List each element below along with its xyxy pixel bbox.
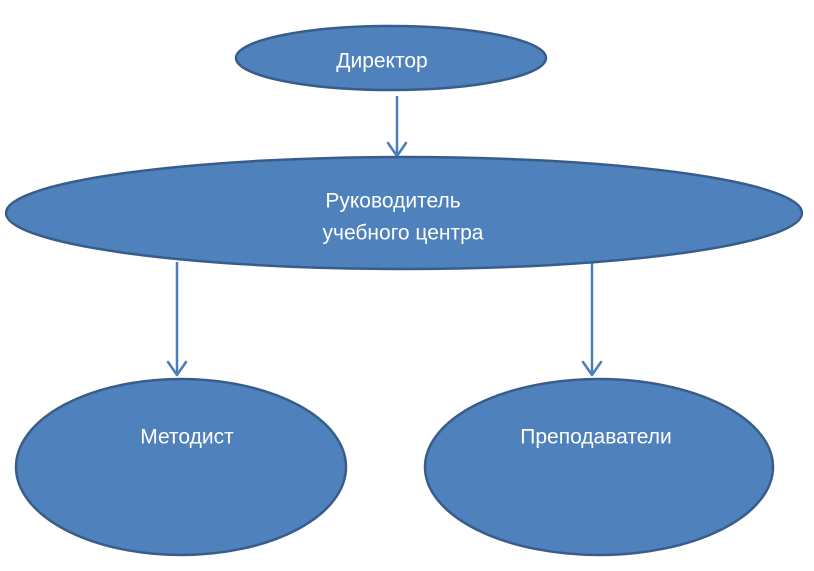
node-methodist: Методист	[14, 377, 348, 557]
node-head: Руководитель учебного центра	[4, 155, 804, 271]
connector-director-to-head	[386, 96, 408, 158]
node-director-label: Директор	[336, 50, 427, 73]
node-head-shape	[4, 155, 804, 271]
arrowhead-head-to-methodist	[166, 360, 188, 377]
arrowhead-head-to-teachers	[581, 360, 603, 377]
node-director: Директор	[234, 24, 548, 92]
node-teachers: Преподаватели	[423, 377, 775, 557]
connector-head-to-methodist	[166, 262, 188, 377]
node-methodist-shape	[14, 377, 348, 557]
node-director-shape	[234, 24, 548, 92]
node-methodist-label: Методист	[140, 426, 234, 449]
node-teachers-label: Преподаватели	[520, 426, 671, 449]
node-teachers-shape	[423, 377, 775, 557]
connector-head-to-teachers	[581, 262, 603, 377]
node-head-label-line2: учебного центра	[323, 222, 484, 245]
node-head-label-line1: Руководитель	[325, 190, 460, 213]
